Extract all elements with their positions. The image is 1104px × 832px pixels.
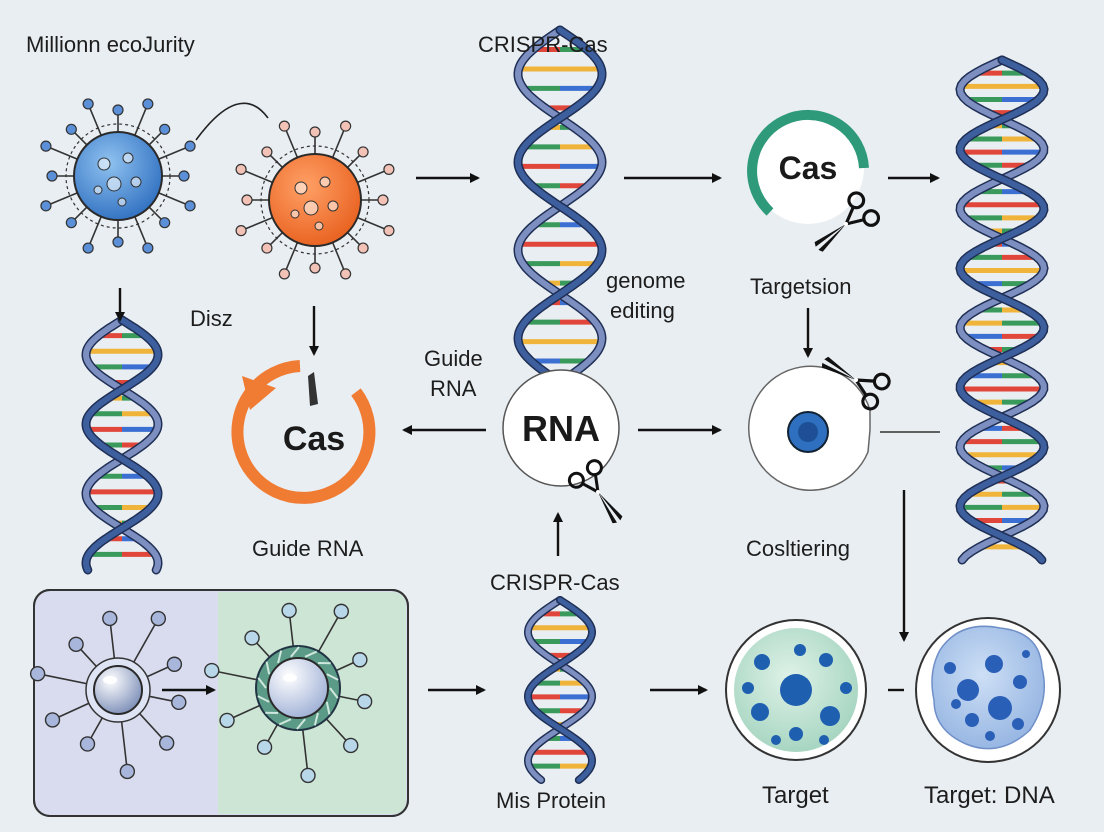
target-dna-cell-icon xyxy=(915,617,1061,763)
rna-center-label: RNA xyxy=(522,408,600,449)
genome-editing-label-line2: editing xyxy=(610,298,675,323)
orange-virus-icon xyxy=(235,120,395,280)
guide-rna-label-line2: RNA xyxy=(430,376,477,401)
targetsion-label: Targetsion xyxy=(750,274,852,299)
dna-helix-left-icon xyxy=(81,315,163,575)
cas-top-arc xyxy=(747,109,869,216)
scissors-icon-top xyxy=(814,191,881,252)
cosltiering-label: Cosltiering xyxy=(746,536,850,561)
mis-protein-label: Mis Protein xyxy=(496,788,607,813)
guide-rna-label-line1: Guide xyxy=(424,346,483,371)
rna-circle xyxy=(502,369,620,487)
hub-node-blue-icon xyxy=(29,610,187,780)
crispr-top-label: CRISPR-Cas xyxy=(478,32,608,57)
cas-cycle-notch xyxy=(308,372,318,406)
target-dna-label: Target: DNA xyxy=(924,782,1055,809)
cas-top-label: Cas xyxy=(778,150,838,186)
scissors-icon-middle xyxy=(821,356,891,411)
connector-curve xyxy=(195,102,269,141)
blue-virus-icon xyxy=(40,98,196,254)
target-label: Target xyxy=(762,782,829,809)
dna-helix-center-icon xyxy=(513,25,607,405)
cas-top-circle xyxy=(752,112,864,224)
scissors-icon-rna xyxy=(567,459,623,524)
genome-editing-label-line1: genome xyxy=(606,268,686,293)
hub-node-green-icon xyxy=(204,602,373,784)
dna-helix-bottom-icon xyxy=(523,596,597,784)
disz-label: Disz xyxy=(190,306,233,331)
cas-cycle-arrowhead xyxy=(242,376,276,410)
top-left-title: Millionn ecoJurity xyxy=(26,32,195,57)
guide-rna-bottom-label: Guide RNA xyxy=(252,536,364,561)
target-cell-icon xyxy=(725,619,867,761)
dna-helix-right-icon xyxy=(955,55,1049,565)
cas-cycle-label: Cas xyxy=(282,420,346,458)
crispr-bottom-label: CRISPR-Cas xyxy=(490,570,620,595)
